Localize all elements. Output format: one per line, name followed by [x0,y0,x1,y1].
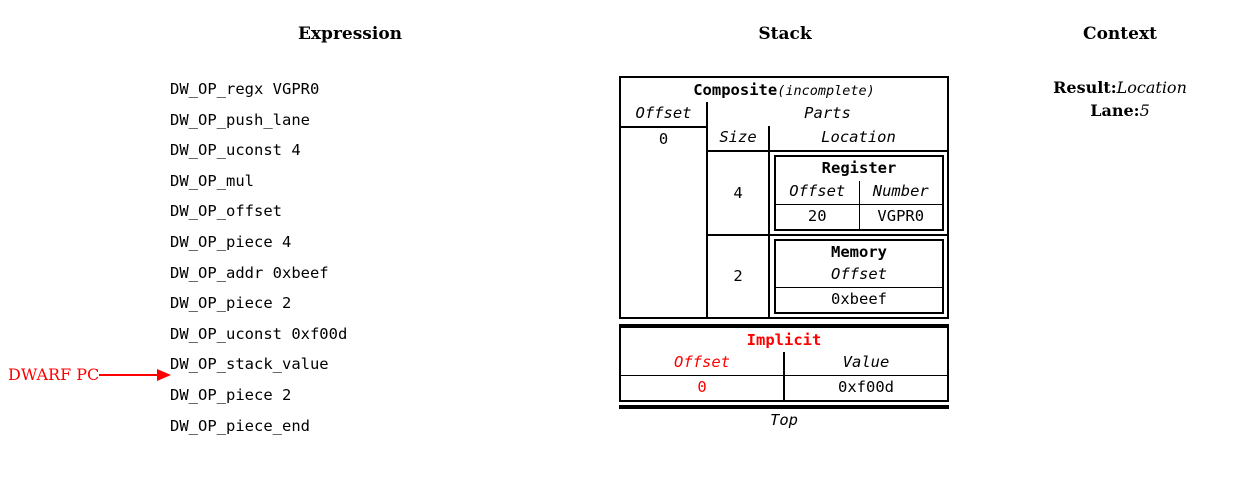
implicit-value-value: 0xf00d [838,378,894,397]
register-header-row: Offset Number [776,180,942,205]
register-number-value: VGPR0 [877,206,925,225]
composite-size-header: Size [708,125,770,150]
arrow-right-icon [99,369,172,381]
part-location-cell: Register Offset Number 20 VGPR0 [770,152,947,234]
page-title-context: Context [1083,24,1157,44]
memory-title: Memory [831,242,887,261]
composite-part-row: 4 Register Offset Number 20 VGPR0 [708,149,947,234]
composite-offset-filler [621,152,706,318]
part-size-value: 4 [708,151,770,234]
memory-offset-value: 0xbeef [831,290,887,309]
stack-entry-implicit: Implicit Offset Value 0 0xf00d [619,326,949,403]
composite-title: Composite [693,81,778,99]
composite-part-row: 2 Memory Offset 0xbeef [708,233,947,318]
expression-op-line: DW_OP_piece 4 [170,232,292,251]
composite-title-note: (incomplete) [777,83,875,99]
composite-body: Offset 0 Parts Size Location 4 Register [621,101,947,318]
stack-entry-separator [619,319,949,327]
location-memory-box: Memory Offset 0xbeef [774,238,944,315]
register-value-row: 20 VGPR0 [776,204,942,229]
expression-op-line: DW_OP_regx VGPR0 [170,80,320,98]
composite-title-row: Composite(incomplete) [621,78,947,102]
stack-entry-composite: Composite(incomplete) Offset 0 Parts Siz… [619,76,949,320]
context-key: Result: [1053,78,1117,97]
stack-diagram: Composite(incomplete) Offset 0 Parts Siz… [619,76,949,429]
implicit-offset-value: 0 [621,376,785,401]
composite-parts-column: Parts Size Location 4 Register Offset Nu… [708,102,947,318]
register-number-header: Number [872,181,929,200]
register-offset-header: Offset [776,180,860,204]
expression-op-line: DW_OP_mul [170,171,254,190]
expression-op-line: DW_OP_piece_end [170,416,310,435]
context-value: Location [1116,78,1187,97]
page-title-expression: Expression [297,24,403,44]
part-location-cell: Memory Offset 0xbeef [770,236,947,318]
register-title: Register [821,158,897,177]
composite-offset-header: Offset [621,102,706,128]
expression-op-line: DW_OP_offset [170,202,282,221]
memory-offset-header: Offset [776,264,942,289]
location-register-box: Register Offset Number 20 VGPR0 [774,154,944,231]
part-size-value: 2 [708,235,770,318]
context-row-result: Result:Location [1010,76,1230,99]
composite-parts-header: Parts [804,103,851,122]
context-list: Result:Location Lane:5 [1010,76,1230,122]
expression-op-line: DW_OP_addr 0xbeef [170,263,329,282]
stack-top-label: Top [770,411,798,430]
context-row-lane: Lane:5 [1010,99,1230,122]
context-value: 5 [1139,101,1150,120]
composite-offset-value: 0 [658,129,669,148]
implicit-header-row: Offset Value [621,352,947,377]
implicit-offset-header: Offset [621,352,785,376]
expression-op-line: DW_OP_uconst 0xf00d [170,324,348,343]
register-offset-value: 20 [776,204,860,229]
expression-op-line: DW_OP_push_lane [170,110,310,129]
composite-location-header: Location [821,127,896,146]
implicit-value-row: 0 0xf00d [621,376,947,401]
expression-op-line: DW_OP_stack_value [170,355,329,374]
composite-parts-subheader: Size Location [708,125,947,150]
expression-list: DW_OP_regx VGPR0 DW_OP_push_lane DW_OP_u… [170,74,347,441]
composite-offset-column: Offset 0 [621,101,708,318]
dwarf-pc-label: DWARF PC [8,365,100,384]
expression-op-line: DW_OP_uconst 4 [170,141,301,160]
expression-op-line-current: DW_OP_piece 2 [170,385,292,404]
implicit-title: Implicit [746,331,822,350]
implicit-title-row: Implicit [621,328,947,352]
expression-op-line: DW_OP_piece 2 [170,294,292,313]
implicit-value-header: Value [842,353,890,372]
stack-bottom-rule [619,405,949,410]
dwarf-pc-marker: DWARF PC [8,364,172,386]
page-title-stack: Stack [758,24,812,44]
context-key: Lane: [1090,101,1140,120]
